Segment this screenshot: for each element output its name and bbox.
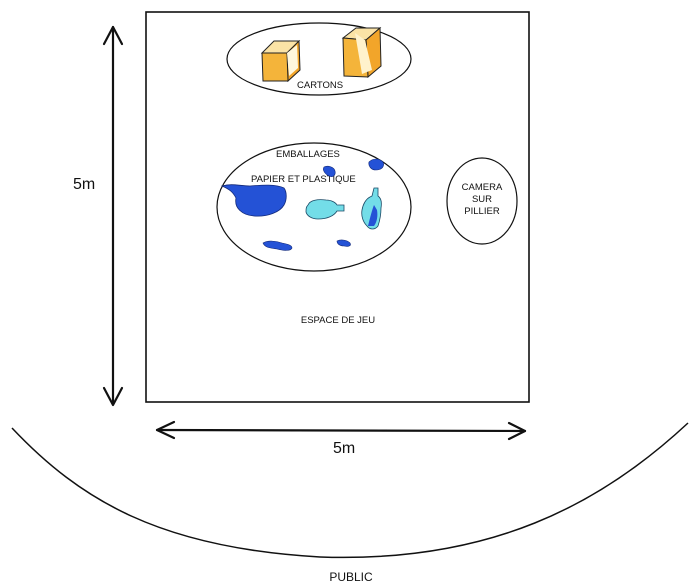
- plastic-piece-icon: [368, 205, 378, 226]
- carton-box-icon: [260, 39, 301, 83]
- cartons-zone: [226, 22, 412, 96]
- vertical-dimension-label: 5m: [73, 176, 95, 193]
- audience-curve: [11, 422, 689, 559]
- stage-square: [145, 11, 530, 403]
- plastic-piece-icon: [336, 239, 351, 247]
- vertical-dimension-arrow: [102, 25, 124, 407]
- paper-plastic-label: PAPIER ET PLASTIQUE: [251, 174, 356, 185]
- plastic-bag-icon: [220, 184, 287, 217]
- cartons-label: CARTONS: [297, 80, 343, 91]
- plastic-piece-icon: [368, 158, 384, 171]
- camera-label-line1: CAMERA: [462, 182, 503, 193]
- packaging-zone: [216, 142, 412, 272]
- camera-label-line3: PILLIER: [464, 206, 500, 217]
- plastic-bottle-icon: [305, 199, 345, 220]
- plastic-piece-icon: [323, 165, 336, 177]
- horizontal-dimension-label: 5m: [333, 440, 355, 457]
- plastic-piece-icon: [262, 240, 293, 251]
- camera-zone: [446, 157, 518, 245]
- horizontal-dimension-arrow: [155, 420, 527, 441]
- play-space-label: ESPACE DE JEU: [301, 315, 375, 326]
- audience-label: PUBLIC: [329, 570, 373, 583]
- packaging-label: EMBALLAGES: [276, 149, 340, 160]
- camera-label-line2: SUR: [472, 194, 492, 205]
- carton-box-icon: [341, 26, 382, 79]
